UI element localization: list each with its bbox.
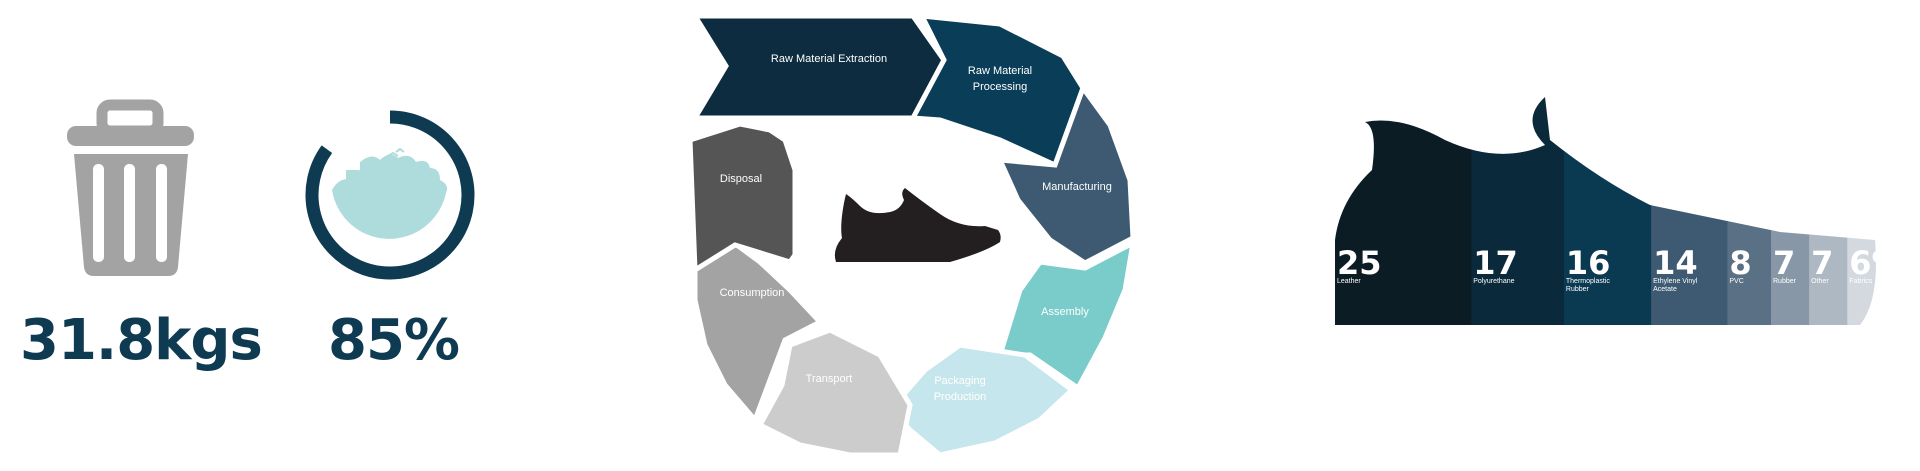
material-value-fabrics: 6%	[1849, 244, 1903, 282]
material-value-polyurethane: 17	[1473, 244, 1518, 282]
waste-weight-value: 31.8kgs	[20, 308, 263, 373]
material-value-ethylene-vinyl-acetate: 14	[1653, 244, 1698, 282]
material-label-other: Other	[1811, 278, 1829, 285]
material-bar-pvc	[1727, 97, 1772, 325]
stage-disposal-label: Disposal	[720, 173, 762, 185]
stage-transport-segment	[756, 327, 913, 458]
material-label-fabrics: Fabrics	[1849, 278, 1872, 285]
material-label-polyurethane: Polyurethane	[1473, 278, 1514, 285]
stage-disposal-segment	[687, 121, 798, 275]
stage-manufacturing-segment	[995, 82, 1136, 266]
material-label-leather: Leather	[1337, 278, 1361, 285]
material-value-thermoplastic-rubber: 16	[1566, 244, 1611, 282]
material-value-leather: 25	[1337, 244, 1382, 282]
material-bar-polyurethane	[1471, 97, 1565, 325]
material-bar-ethylene-vinyl-acetate	[1651, 97, 1728, 325]
material-bar-other	[1809, 97, 1848, 325]
material-bar-fabrics	[1847, 97, 1876, 325]
sneaker-icon	[834, 188, 1001, 262]
stage-assembly-label: Assembly	[1041, 306, 1089, 318]
material-bar-rubber	[1771, 97, 1810, 325]
material-label-rubber: Rubber	[1773, 278, 1797, 285]
stage-raw-material-processing-segment	[908, 13, 1086, 169]
material-bar-thermoplastic-rubber	[1563, 97, 1652, 325]
stage-transport-label: Transport	[806, 373, 853, 385]
material-value-rubber: 7	[1773, 244, 1795, 282]
trash-can-icon	[67, 99, 194, 276]
material-value-pvc: 8	[1729, 244, 1751, 282]
stage-raw-material-extraction-label: Raw Material Extraction	[771, 53, 887, 65]
material-label-pvc: PVC	[1729, 278, 1743, 285]
landfill-ring-icon	[305, 110, 475, 280]
stage-manufacturing-label: Manufacturing	[1042, 181, 1112, 193]
material-value-other: 7	[1811, 244, 1833, 282]
material-bar-leather	[1335, 97, 1472, 325]
stage-consumption-label: Consumption	[720, 287, 785, 299]
landfill-percent-value: 85%	[328, 308, 460, 373]
